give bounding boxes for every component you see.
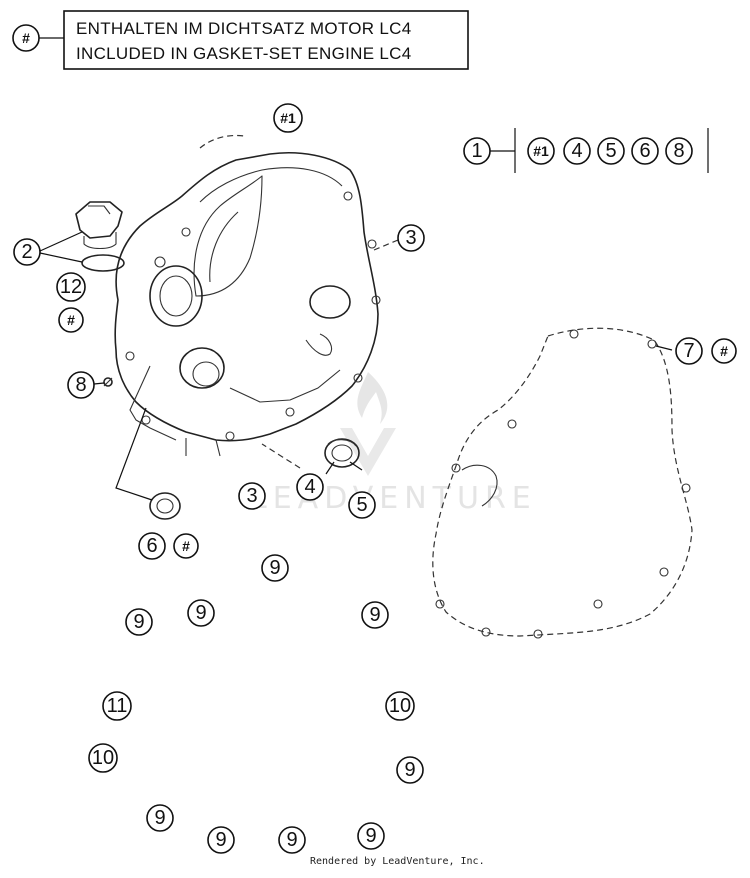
cover-gasket-drawing — [432, 327, 693, 639]
svg-text:4: 4 — [304, 476, 315, 498]
kit-item-4: 4 — [571, 140, 582, 162]
svg-text:6: 6 — [146, 535, 157, 557]
legend-line-de: ENTHALTEN IM DICHTSATZ MOTOR LC4 — [76, 19, 411, 38]
svg-text:9: 9 — [404, 759, 415, 781]
kit-item-5: 5 — [605, 140, 616, 162]
callout-3-top: 3 — [397, 224, 425, 252]
callout-9-e: 9 — [396, 756, 424, 784]
svg-text:#: # — [720, 343, 728, 359]
callout-8: 8 — [67, 371, 95, 399]
callout-6-hash: # — [173, 533, 199, 559]
callout-9-g: 9 — [207, 826, 235, 854]
callout-9-h: 9 — [278, 826, 306, 854]
kit-composition: 1 #1 4 5 6 8 — [463, 128, 709, 173]
seal-6-drawing — [149, 492, 181, 520]
svg-text:12: 12 — [60, 276, 82, 298]
svg-text:7: 7 — [683, 340, 694, 362]
watermark-text: LEADVENTURE — [250, 481, 537, 516]
shaft-seal-drawing — [324, 438, 360, 468]
callout-12: 12 — [56, 272, 86, 302]
callout-2: 2 — [13, 238, 41, 266]
callout-9-a: 9 — [261, 554, 289, 582]
legend: # ENTHALTEN IM DICHTSATZ MOTOR LC4 INCLU… — [12, 10, 469, 70]
render-credit: Rendered by LeadVenture, Inc. — [310, 856, 485, 867]
svg-text:#: # — [67, 312, 75, 328]
callout-2-hash: # — [58, 307, 84, 333]
callout-7: 7 — [675, 337, 703, 365]
callout-9-f: 9 — [146, 804, 174, 832]
svg-text:2: 2 — [21, 241, 32, 263]
legend-symbol: # — [22, 30, 30, 46]
kit-item-6: 6 — [639, 140, 650, 162]
callout-9-b: 9 — [125, 608, 153, 636]
svg-text:9: 9 — [195, 602, 206, 624]
svg-text:9: 9 — [133, 611, 144, 633]
svg-text:3: 3 — [246, 485, 257, 507]
callout-4: 4 — [296, 473, 324, 501]
svg-text:9: 9 — [369, 604, 380, 626]
callout-6: 6 — [138, 532, 166, 560]
callout-5: 5 — [348, 491, 376, 519]
svg-text:9: 9 — [215, 829, 226, 851]
callout-9-d: 9 — [361, 601, 389, 629]
kit-item-hash1: #1 — [533, 143, 549, 159]
callout-7-hash: # — [711, 338, 737, 364]
svg-text:10: 10 — [389, 695, 411, 717]
kit-item-8: 8 — [673, 140, 684, 162]
callout-10-b: 10 — [88, 743, 118, 773]
svg-text:8: 8 — [75, 374, 86, 396]
callout-3-bottom: 3 — [238, 482, 266, 510]
svg-text:#: # — [182, 538, 190, 554]
leader-lines — [39, 231, 673, 501]
kit-main-number: 1 — [471, 140, 482, 162]
oil-filler-plug-drawing — [75, 201, 125, 272]
callout-9-i: 9 — [357, 822, 385, 850]
svg-text:9: 9 — [365, 825, 376, 847]
svg-text:9: 9 — [286, 829, 297, 851]
legend-box — [63, 10, 469, 70]
legend-line-en: INCLUDED IN GASKET-SET ENGINE LC4 — [76, 44, 412, 63]
svg-text:#1: #1 — [280, 110, 296, 126]
svg-text:3: 3 — [405, 227, 416, 249]
svg-text:11: 11 — [107, 695, 128, 717]
clutch-cover-drawing — [114, 134, 381, 457]
callout-hash1: #1 — [273, 103, 303, 133]
callout-9-c: 9 — [187, 599, 215, 627]
screw-8-drawing — [103, 377, 113, 387]
svg-text:9: 9 — [269, 557, 280, 579]
svg-text:10: 10 — [92, 747, 114, 769]
callout-10-a: 10 — [385, 691, 415, 721]
svg-text:9: 9 — [154, 807, 165, 829]
svg-text:5: 5 — [356, 494, 367, 516]
callout-11: 11 — [102, 691, 132, 721]
